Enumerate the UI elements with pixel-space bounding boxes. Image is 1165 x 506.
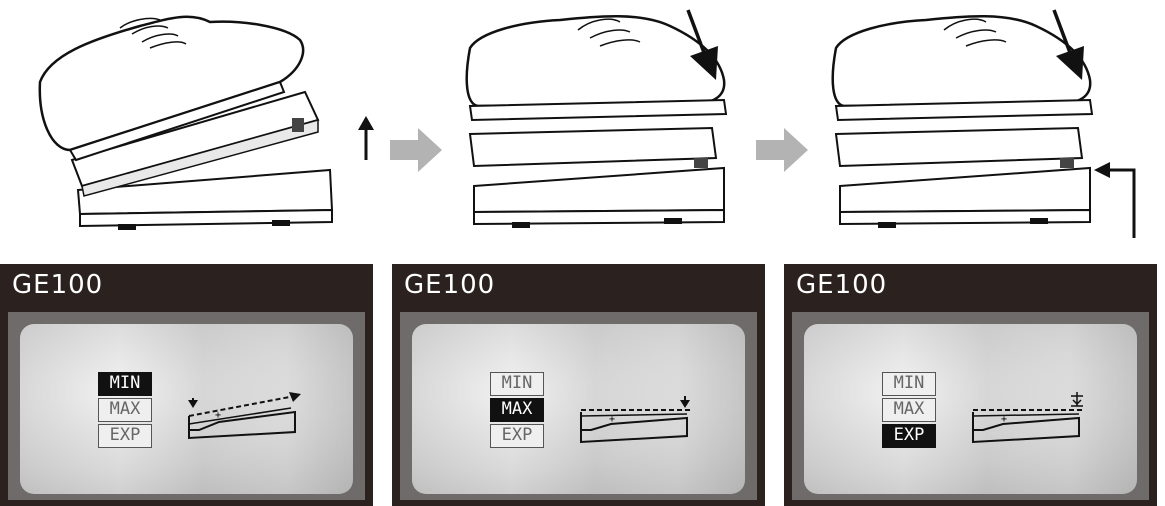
pedal-max-icon: +	[577, 386, 697, 456]
adjust-screw-arrow-icon	[1094, 162, 1134, 238]
option-min: MIN	[98, 372, 152, 396]
device-title: GE100	[796, 270, 887, 300]
lcd-screen: MIN MAX EXP +	[20, 324, 353, 494]
option-exp: EXP	[98, 424, 152, 448]
lcd-screen: MIN MAX EXP +	[412, 324, 745, 494]
option-max: MAX	[490, 398, 544, 422]
pedal-1-illustration	[40, 17, 332, 230]
pedal-illustrations	[0, 0, 1165, 262]
lcd-panel-max: GE100 MIN MAX EXP +	[392, 264, 765, 506]
lcd-panel-exp: GE100 MIN MAX EXP +	[784, 264, 1157, 506]
next-step-arrow-icon	[756, 128, 808, 172]
pedal-3-illustration	[833, 16, 1092, 228]
device-title: GE100	[404, 270, 495, 300]
up-arrow-icon	[358, 116, 374, 160]
svg-text:+: +	[215, 410, 221, 421]
option-min: MIN	[882, 372, 936, 396]
pedal-2-illustration	[467, 16, 726, 228]
pedal-exp-icon: +	[969, 386, 1089, 456]
svg-text:+: +	[1001, 414, 1007, 425]
option-max: MAX	[882, 398, 936, 422]
option-min: MIN	[490, 372, 544, 396]
option-exp: EXP	[490, 424, 544, 448]
lcd-panel-min: GE100 MIN MAX EXP +	[0, 264, 373, 506]
next-step-arrow-icon	[390, 128, 442, 172]
option-max: MAX	[98, 398, 152, 422]
pedal-min-icon: +	[185, 386, 305, 456]
svg-text:+: +	[609, 414, 615, 425]
option-exp: EXP	[882, 424, 936, 448]
device-title: GE100	[12, 270, 103, 300]
lcd-screen: MIN MAX EXP +	[804, 324, 1137, 494]
